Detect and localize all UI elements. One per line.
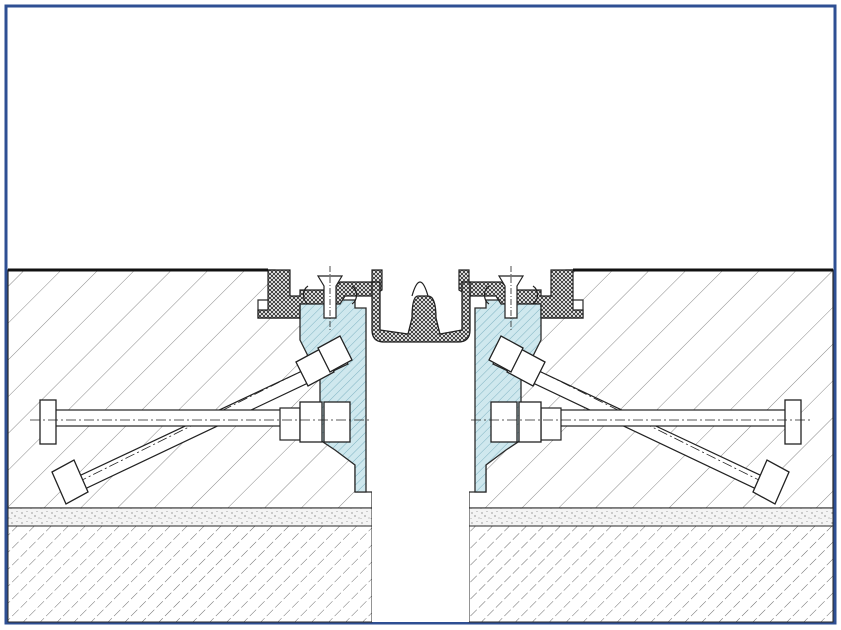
- left-horizontal-anchor-bolt: [30, 399, 370, 445]
- left-seal-flange: [257, 269, 383, 319]
- right-side: [458, 266, 834, 623]
- u-shaped-seal: [371, 281, 471, 343]
- left-base-block: [7, 525, 373, 623]
- expansion-gap: [372, 340, 469, 622]
- right-bedding-layer: [468, 507, 834, 527]
- left-bedding-layer: [7, 507, 373, 527]
- right-seal-flange: [458, 269, 584, 319]
- right-counter-sunk-screw: [483, 266, 539, 330]
- joint: [371, 281, 471, 622]
- left-counter-sunk-screw: [302, 266, 358, 330]
- left-side: [7, 266, 383, 623]
- right-horizontal-anchor-bolt: [471, 399, 811, 445]
- right-base-block: [468, 525, 834, 623]
